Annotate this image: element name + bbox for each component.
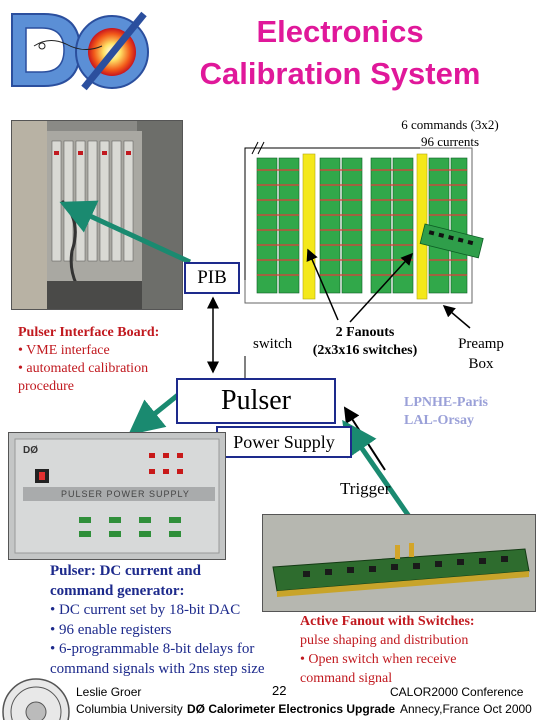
footer-author: Leslie Groer — [76, 685, 142, 699]
d0-logo — [4, 6, 154, 94]
fanout-desc-line-0: pulse shaping and distribution — [300, 633, 469, 648]
pib-desc-item-2: procedure — [18, 379, 74, 394]
preamp-line-2: Box — [468, 356, 494, 372]
labs-line-2: LAL-Orsay — [404, 413, 474, 428]
pib-desc-heading: Pulser Interface Board: — [18, 325, 160, 340]
pulser-box: Pulser — [176, 378, 336, 424]
fanouts-line-2: (2x3x16 switches) — [312, 343, 418, 358]
pulser-desc-line-2: • 6-programmable 8-bit delays for — [50, 641, 255, 657]
pulser-desc-heading-2: command generator: — [50, 582, 185, 599]
pulser-label: Pulser — [221, 385, 291, 416]
switch-label: switch — [253, 336, 293, 352]
pib-box: PIB — [184, 262, 240, 294]
fanout-desc-line-1: • Open switch when receive — [300, 652, 457, 667]
preamp-line-1: Preamp — [458, 336, 504, 352]
footer-affiliation: Columbia University — [76, 702, 183, 716]
pulser-power-supply-photo: DØ PULSER POWER SUPPLY — [8, 432, 226, 560]
commands-label: 6 commands (3x2) 96 currents — [370, 116, 530, 150]
pulser-description: Pulser: DC current and command generator… — [50, 562, 290, 679]
pulser-photo-panel-text: PULSER POWER SUPPLY — [61, 489, 190, 499]
pib-label: PIB — [197, 267, 227, 288]
title-line-1: Electronics — [256, 14, 424, 49]
commands-line-2: 96 currents — [420, 134, 480, 149]
pib-desc-item-0: • VME interface — [18, 343, 110, 358]
pulser-photo-logo: DØ — [23, 445, 38, 456]
pulser-desc-line-1: • 96 enable registers — [50, 621, 172, 638]
active-fanout-photo — [262, 514, 536, 612]
labs-label: LPNHE-Paris LAL-Orsay — [404, 394, 524, 430]
preamp-label: Preamp Box — [445, 334, 517, 374]
footer-talk-title: DØ Calorimeter Electronics Upgrade — [187, 702, 396, 716]
trigger-label: Trigger — [340, 479, 391, 498]
fanouts-line-1: 2 Fanouts — [335, 325, 395, 340]
footer-conference: CALOR2000 Conference — [390, 685, 524, 699]
university-seal — [0, 676, 72, 725]
pulser-desc-line-3: command signals with 2ns step size — [50, 660, 265, 677]
fanout-desc-line-2: command signal — [300, 671, 393, 686]
pulser-desc-heading-1: Pulser: DC current and — [50, 563, 201, 579]
pulser-desc-line-0: • DC current set by 18-bit DAC — [50, 602, 241, 618]
fanout-description: Active Fanout with Switches: pulse shapi… — [300, 612, 536, 688]
footer-page-number: 22 — [272, 683, 287, 698]
fanouts-label: 2 Fanouts (2x3x16 switches) — [300, 324, 430, 360]
pib-desc-item-1: • automated calibration — [18, 361, 149, 376]
fanout-desc-heading: Active Fanout with Switches: — [300, 614, 475, 629]
footer-location: Annecy,France Oct 2000 — [400, 702, 532, 716]
title-line-2: Calibration System — [199, 56, 481, 91]
power-supply-label: Power Supply — [233, 432, 335, 452]
power-supply-box: Power Supply — [216, 426, 352, 458]
labs-line-1: LPNHE-Paris — [404, 395, 488, 410]
crate-diagram — [244, 147, 484, 304]
commands-line-1: 6 commands (3x2) — [401, 117, 499, 132]
pib-description: Pulser Interface Board: • VME interface … — [18, 324, 208, 396]
